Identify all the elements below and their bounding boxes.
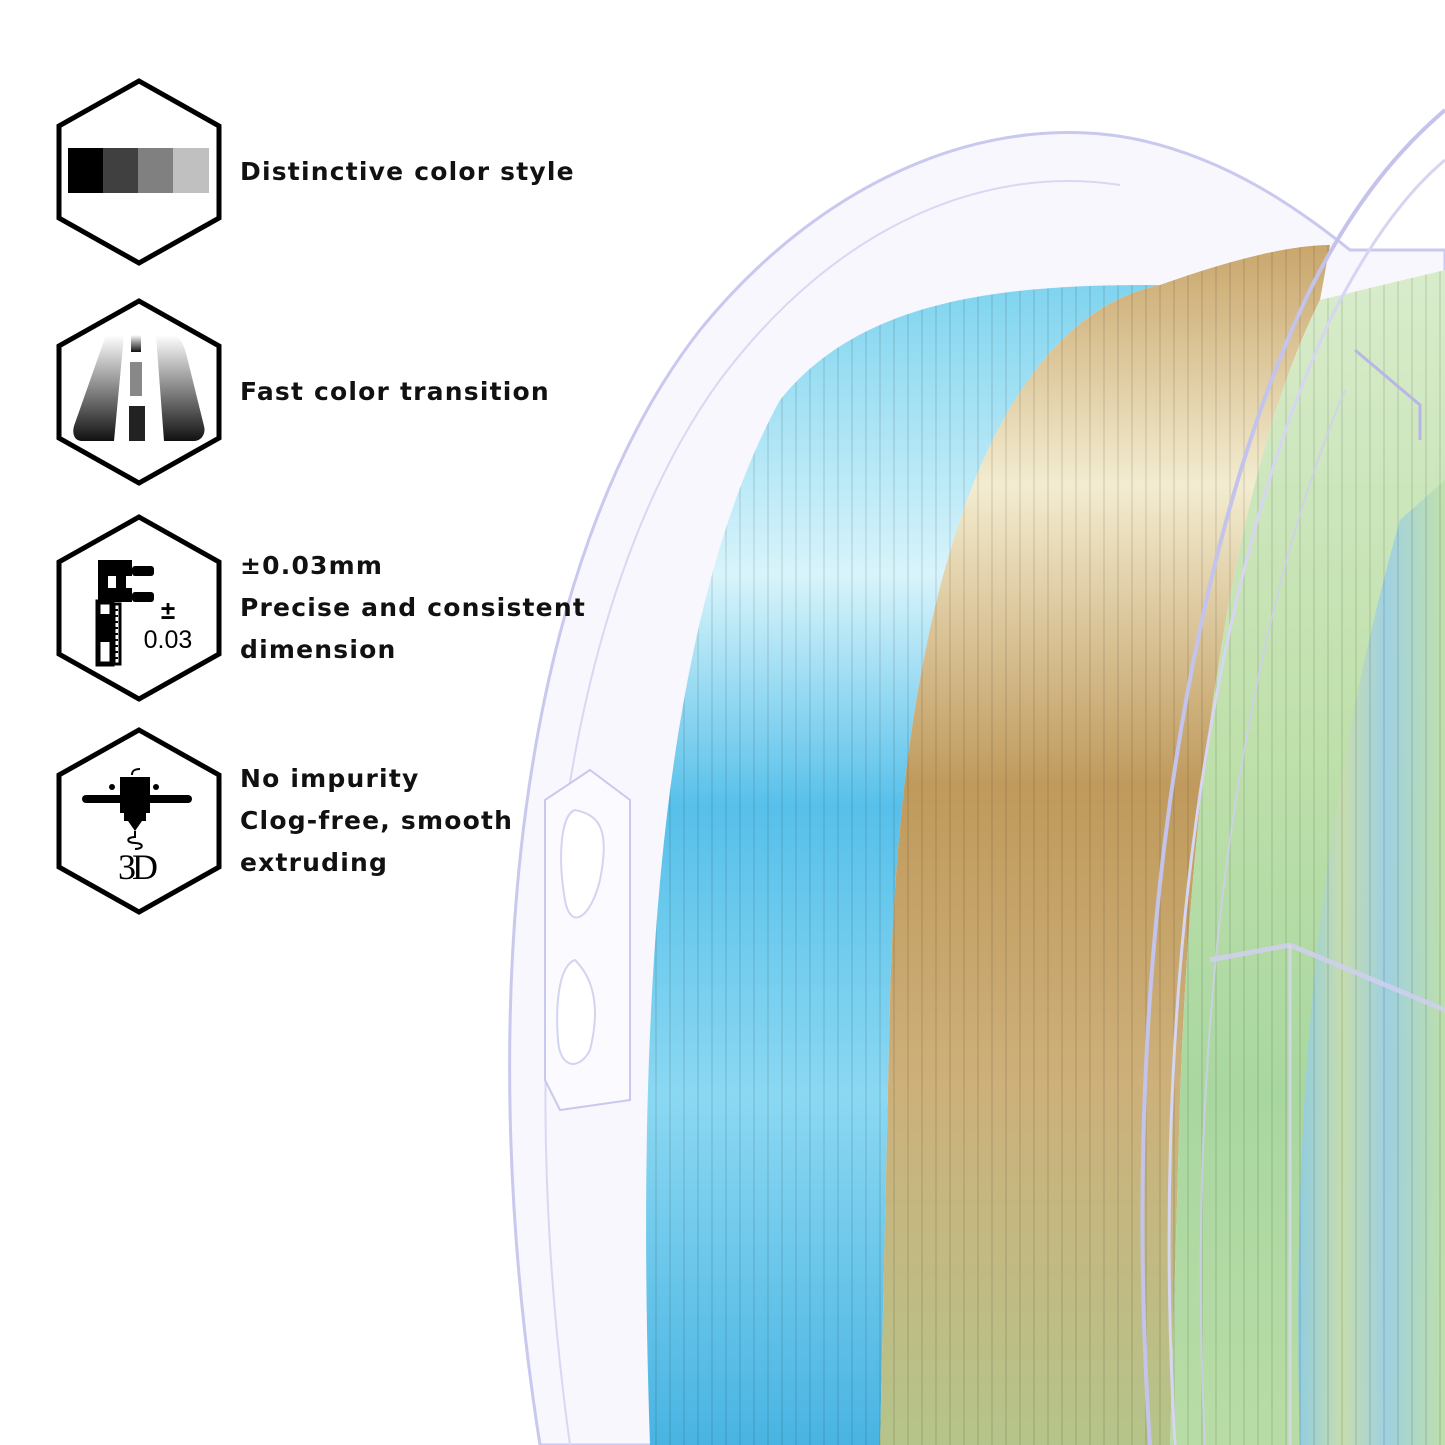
grayscale-swatch-icon xyxy=(56,78,222,266)
feature-color-style: Distinctive color style xyxy=(56,78,575,266)
caliper-value-label: 0.03 xyxy=(144,626,193,654)
feature-text: No impurity Clog-free, smooth extruding xyxy=(240,758,513,884)
feature-line: extruding xyxy=(240,848,389,877)
feature-line: Distinctive color style xyxy=(240,157,575,186)
caliper-plusminus-label: ± xyxy=(161,595,175,625)
feature-line: No impurity xyxy=(240,764,420,793)
feature-text: Fast color transition xyxy=(240,371,550,413)
feature-line: Precise and consistent xyxy=(240,593,586,622)
feature-color-transition: Fast color transition xyxy=(56,298,550,486)
feature-line: Fast color transition xyxy=(240,377,550,406)
feature-line: dimension xyxy=(240,635,397,664)
feature-dimension: ± 0.03 ±0.03mm Precise and consistent di… xyxy=(56,514,586,702)
feature-no-impurity: 3D No impurity Clog-free, smooth extrudi… xyxy=(56,727,513,915)
feature-text: ±0.03mm Precise and consistent dimension xyxy=(240,545,586,671)
feature-line: Clog-free, smooth xyxy=(240,806,514,835)
feature-line: ±0.03mm xyxy=(240,551,384,580)
road-icon xyxy=(56,298,222,486)
3d-printer-nozzle-icon: 3D xyxy=(56,727,222,915)
caliper-icon: ± 0.03 xyxy=(56,514,222,702)
feature-text: Distinctive color style xyxy=(240,151,575,193)
3d-label: 3D xyxy=(118,847,157,887)
